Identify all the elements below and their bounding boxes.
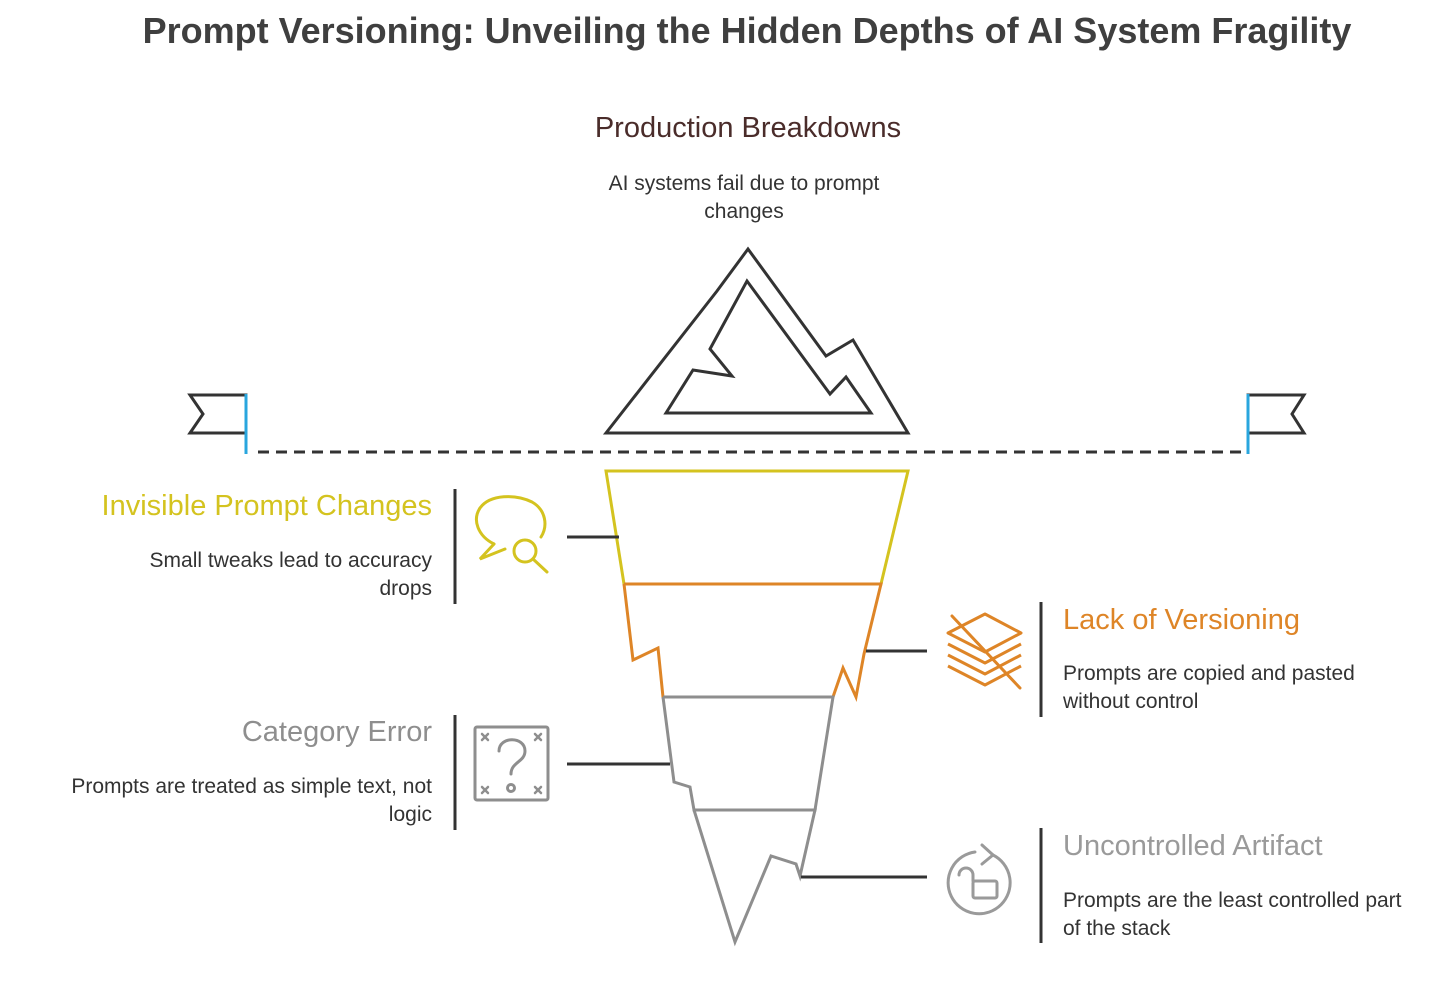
uncontrolled-artifact-desc: Prompts are the least controlled part of… [1063, 889, 1402, 940]
layer-category-error [661, 695, 835, 812]
right-flag [1246, 393, 1307, 454]
iceberg-tip [602, 246, 911, 435]
lack-of-versioning-desc: Prompts are copied and pasted without co… [1063, 662, 1355, 713]
uncontrolled-artifact-title: Uncontrolled Artifact [1063, 830, 1323, 862]
invisible-prompt-changes-desc: Small tweaks lead to accuracy drops [149, 549, 432, 600]
production-breakdowns-title: Production Breakdowns [594, 112, 902, 144]
category-error-desc: Prompts are treated as simple text, not … [71, 775, 432, 826]
invisible-prompt-changes-title: Invisible Prompt Changes [101, 490, 432, 522]
iceberg-tip-inner [663, 278, 874, 415]
right-flag-banner [1246, 393, 1307, 435]
layer-lack-of-versioning [622, 582, 883, 702]
production-breakdowns-desc: AI systems fail due to prompt changes [608, 172, 880, 223]
question-box-icon [473, 725, 550, 802]
left-flag-banner [187, 393, 248, 435]
lack-of-versioning-title: Lack of Versioning [1063, 604, 1300, 636]
iceberg-tip-outline [602, 246, 911, 435]
speech-bubble-search-icon [475, 495, 549, 574]
layer-uncontrolled-artifact [692, 808, 817, 947]
crossed-out-layers-icon [946, 612, 1023, 690]
page-title: Prompt Versioning: Unveiling the Hidden … [142, 10, 1352, 51]
category-error-title: Category Error [241, 716, 432, 748]
layer-invisible-prompt-changes [604, 469, 910, 586]
unlocked-refresh-icon [946, 843, 1012, 916]
left-flag [187, 393, 248, 454]
